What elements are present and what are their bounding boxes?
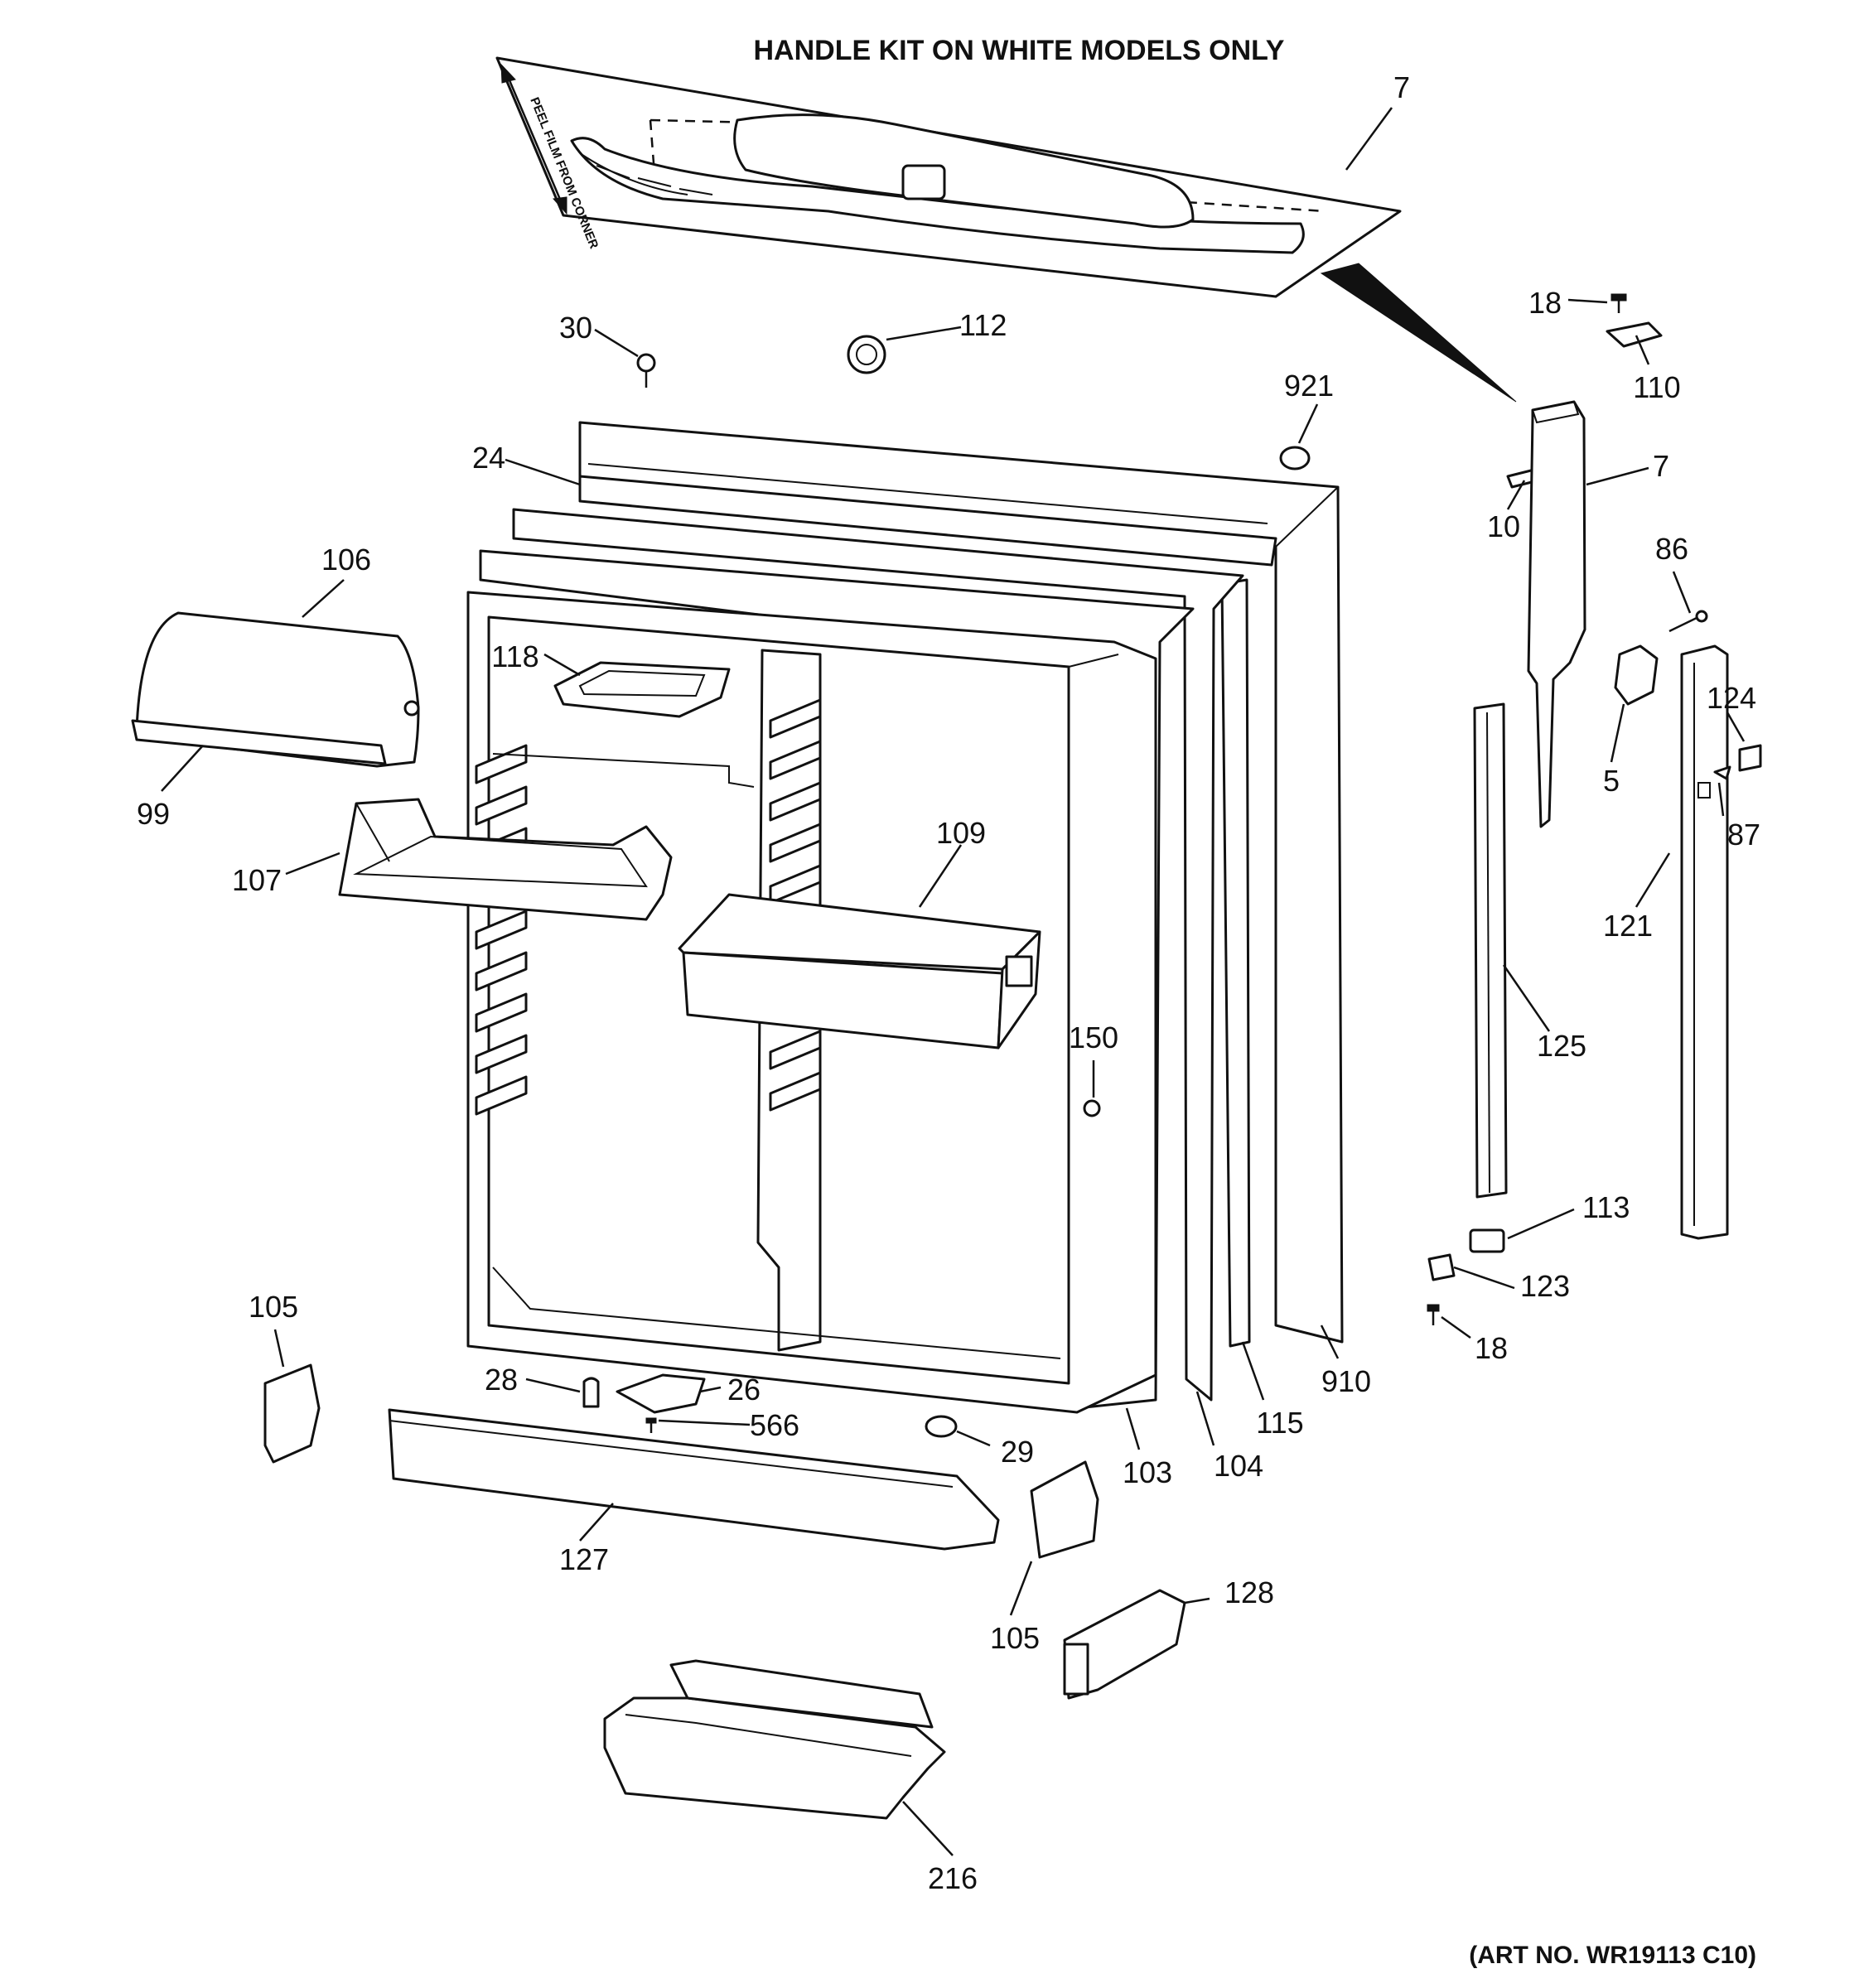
callout-105-right: 105 [990, 1621, 1040, 1655]
callout-124: 124 [1707, 681, 1756, 715]
bracket-110 [1606, 321, 1663, 348]
callout-216: 216 [928, 1861, 978, 1895]
hinge-cover-105-right [1030, 1460, 1099, 1559]
kit-pointer-wedge [1320, 263, 1517, 403]
callout-921: 921 [1284, 369, 1334, 403]
callout-labels: 7 18 110 30 112 921 24 7 10 106 86 118 1… [137, 70, 1760, 1895]
center-shelf-rails [769, 698, 822, 1112]
cam-5 [1614, 644, 1659, 706]
callout-5: 5 [1603, 764, 1620, 798]
callout-29: 29 [1001, 1435, 1034, 1469]
pin-28 [582, 1377, 600, 1408]
plug-921 [1279, 446, 1311, 470]
bin-109 [678, 893, 1041, 1049]
gasket-104 [512, 508, 1244, 1402]
plug-29 [925, 1415, 958, 1438]
screw-566 [645, 1417, 657, 1433]
callout-103: 103 [1123, 1455, 1172, 1489]
kickplate-127 [388, 1408, 1000, 1551]
handle-7 [1527, 400, 1586, 828]
art-number: (ART NO. WR19113 C10) [1469, 1942, 1756, 1969]
clip-124 [1738, 744, 1762, 772]
callout-150: 150 [1069, 1021, 1118, 1054]
callout-113: 113 [1582, 1190, 1630, 1224]
handle-kit-package: PEEL FILM FROM CORNER [495, 56, 1402, 298]
bracket-113 [1469, 1228, 1505, 1253]
callout-99: 99 [137, 797, 170, 831]
screw-18-top [1610, 293, 1627, 313]
gasket-115 [1220, 578, 1251, 1348]
trim-125 [1473, 702, 1508, 1199]
callout-118: 118 [491, 639, 538, 673]
screw-18-bottom [1427, 1304, 1440, 1325]
callout-30: 30 [559, 311, 592, 345]
callout-127: 127 [559, 1542, 609, 1576]
shelf-107 [338, 798, 673, 921]
callout-109: 109 [936, 816, 986, 850]
hinge-123 [1427, 1253, 1456, 1281]
callout-7-handle: 7 [1653, 449, 1669, 483]
callout-7-kit: 7 [1393, 70, 1410, 104]
leader-lines [161, 107, 1746, 1856]
trim-121 [1680, 644, 1729, 1240]
plug-112 [847, 335, 886, 374]
callout-112: 112 [959, 308, 1007, 342]
callout-10: 10 [1487, 509, 1520, 543]
callout-104: 104 [1214, 1449, 1263, 1483]
callout-566: 566 [750, 1408, 799, 1442]
screw-150 [1083, 1099, 1101, 1117]
gasket-24 [578, 475, 1277, 567]
bin-216 [603, 1659, 946, 1820]
dairy-door-106 [131, 611, 420, 768]
callout-910: 910 [1321, 1364, 1371, 1398]
cover-128 [1063, 1589, 1186, 1700]
callout-115: 115 [1256, 1406, 1303, 1440]
callout-18-top: 18 [1528, 286, 1562, 320]
shelf-118 [553, 661, 731, 718]
callout-125: 125 [1537, 1029, 1586, 1063]
callout-110: 110 [1633, 370, 1680, 404]
callout-87: 87 [1727, 818, 1760, 852]
callout-107: 107 [232, 863, 282, 897]
callout-86: 86 [1655, 532, 1688, 566]
callout-128: 128 [1224, 1575, 1274, 1609]
screw-30 [636, 353, 656, 388]
screw-86 [1668, 610, 1708, 633]
callout-106: 106 [321, 543, 371, 577]
callout-105-left: 105 [249, 1290, 298, 1324]
diagram-title: HANDLE KIT ON WHITE MODELS ONLY [754, 35, 1285, 66]
plate-26 [616, 1373, 706, 1414]
hinge-cover-105-left [263, 1363, 321, 1464]
callout-24: 24 [472, 441, 505, 475]
callout-28: 28 [485, 1363, 518, 1397]
callout-18-bottom: 18 [1475, 1331, 1508, 1365]
callout-123: 123 [1520, 1269, 1570, 1303]
screw-87 [1713, 765, 1731, 780]
callout-121: 121 [1603, 909, 1653, 943]
callout-26: 26 [727, 1373, 761, 1407]
